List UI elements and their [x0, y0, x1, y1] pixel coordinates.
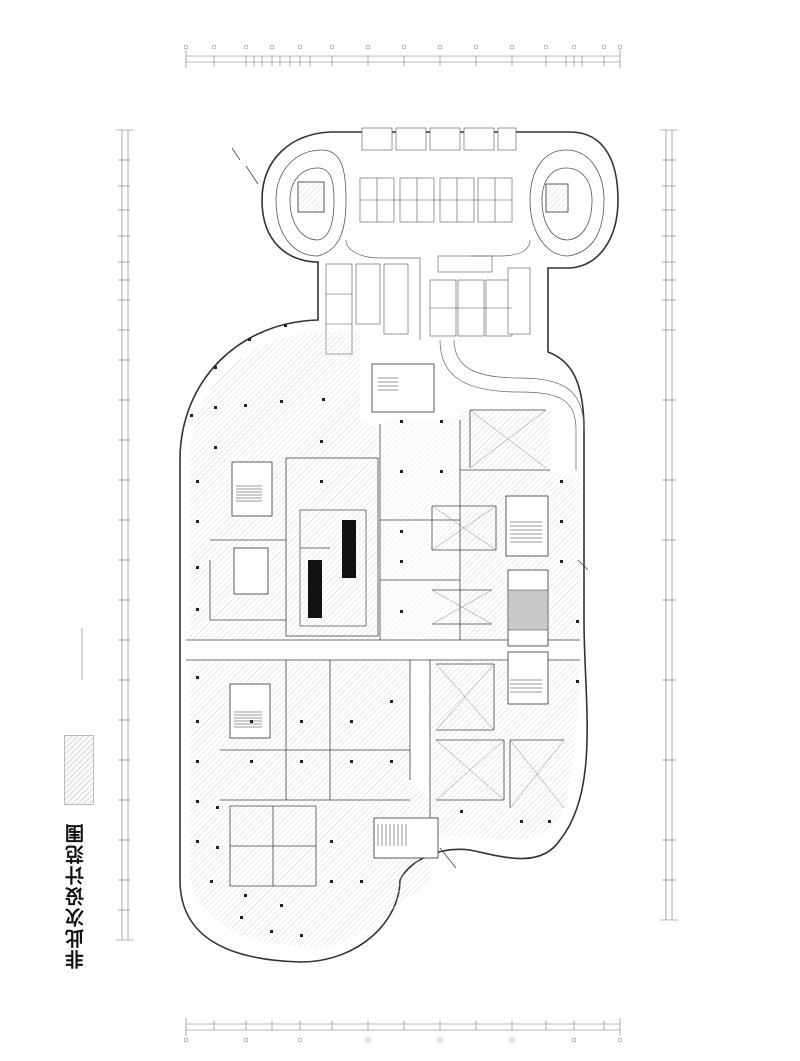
- parking-cores: [297, 181, 569, 213]
- hatch-swatch-icon: [64, 735, 94, 805]
- top-grid-bubbles: [183, 44, 623, 50]
- parking-ramp-left: [275, 149, 347, 257]
- grey-service-zone: [507, 589, 549, 631]
- entry-ramps: [231, 147, 589, 869]
- top-dimension-line: [185, 50, 621, 68]
- parking-ramp-right: [529, 149, 605, 257]
- parking-stalls-center: [359, 177, 513, 223]
- drive-aisles: [345, 239, 585, 470]
- bottom-dimension-line: [185, 1018, 621, 1036]
- left-dimension-line: [116, 129, 134, 941]
- void-markers: [431, 409, 565, 809]
- interior-walls: [186, 409, 580, 887]
- atrium-elevators: [308, 520, 356, 618]
- bottom-grid-bubbles: [183, 1037, 623, 1043]
- stair-treads: [234, 377, 542, 846]
- parking-stalls-top: [361, 127, 517, 151]
- parking-stalls-lower: [325, 255, 531, 355]
- structural-columns: [190, 324, 579, 937]
- atrium-frame: [299, 509, 367, 627]
- right-dimension-line: [660, 129, 678, 921]
